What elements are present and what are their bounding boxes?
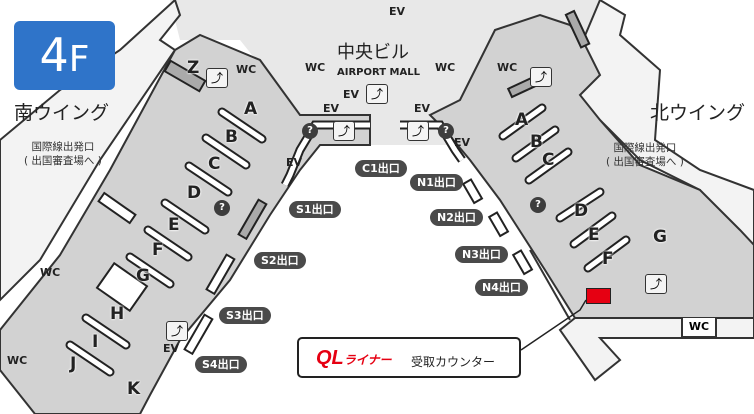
restroom-box: WC xyxy=(681,318,717,338)
restroom-label: WC xyxy=(7,354,28,367)
gate-z[interactable]: Z xyxy=(187,58,200,78)
gate-north-e[interactable]: E xyxy=(588,225,600,245)
building-connectors xyxy=(95,9,591,356)
gate-south-i[interactable]: I xyxy=(92,332,99,352)
gate-north-d[interactable]: D xyxy=(574,201,589,221)
gate-south-e[interactable]: E xyxy=(168,215,180,235)
north-departure-sub: ( 出国審査場へ ) xyxy=(606,156,684,169)
exit-n1[interactable]: N1出口 xyxy=(410,174,463,191)
ql-liner-counter-marker xyxy=(586,288,611,304)
exit-s3[interactable]: S3出口 xyxy=(219,307,271,324)
gate-south-d[interactable]: D xyxy=(187,183,202,203)
gate-south-a[interactable]: A xyxy=(244,99,258,119)
floor-number: 4 xyxy=(39,28,69,82)
escalator-icon: ⤴ xyxy=(333,121,355,141)
central-building-title: 中央ビル xyxy=(337,42,409,63)
gate-south-k[interactable]: K xyxy=(127,379,141,399)
gate-north-g[interactable]: G xyxy=(653,227,667,247)
ql-brand-sub: ライナー xyxy=(343,353,392,367)
gate-south-c[interactable]: C xyxy=(208,154,221,174)
gate-south-h[interactable]: H xyxy=(110,304,125,324)
south-departure-label: 国際線出発口 ( 出国審査場へ ) xyxy=(24,140,102,168)
gate-north-a[interactable]: A xyxy=(515,110,529,130)
gate-north-b[interactable]: B xyxy=(530,132,543,152)
exit-c1[interactable]: C1出口 xyxy=(355,160,407,177)
info-icon[interactable]: ? xyxy=(214,200,230,216)
gate-south-j[interactable]: J xyxy=(70,354,77,374)
exit-s2[interactable]: S2出口 xyxy=(254,252,306,269)
gate-north-c[interactable]: C xyxy=(542,150,555,170)
ql-brand: QL xyxy=(316,347,344,369)
elevator-label: EV xyxy=(389,5,406,18)
north-departure-label: 国際線出発口 ( 出国審査場へ ) xyxy=(606,141,684,169)
restroom-label: WC xyxy=(40,266,61,279)
elevator-label: EV xyxy=(163,342,180,355)
counter-label: 受取カウンター xyxy=(411,355,496,369)
exit-n4[interactable]: N4出口 xyxy=(475,279,528,296)
floor-suffix: F xyxy=(68,39,90,80)
exit-n3[interactable]: N3出口 xyxy=(455,246,508,263)
restroom-label: WC xyxy=(305,61,326,74)
elevator-label: EV xyxy=(414,102,431,115)
south-departure-sub: ( 出国審査場へ ) xyxy=(24,155,102,168)
restroom-label: WC xyxy=(236,63,257,76)
gate-south-g[interactable]: G xyxy=(136,266,150,286)
south-wing-title: 南ウイング xyxy=(14,102,110,124)
ql-liner-callout: QLライナー 受取カウンター xyxy=(297,337,521,378)
escalator-icon: ⤴ xyxy=(407,121,429,141)
elevator-label: EV xyxy=(323,102,340,115)
exit-s4[interactable]: S4出口 xyxy=(195,356,247,373)
airport-mall-label: AIRPORT MALL xyxy=(337,67,420,78)
gate-south-f[interactable]: F xyxy=(152,240,164,260)
callout-pointer xyxy=(520,299,587,351)
escalator-icon: ⤴ xyxy=(366,84,388,104)
escalator-icon: ⤴ xyxy=(166,321,188,341)
restroom-label: WC xyxy=(497,61,518,74)
info-icon[interactable]: ? xyxy=(530,197,546,213)
info-icon[interactable]: ? xyxy=(302,123,318,139)
south-gate-counters xyxy=(65,107,267,377)
info-icon[interactable]: ? xyxy=(438,123,454,139)
gate-north-f[interactable]: F xyxy=(602,249,614,269)
escalator-icon: ⤴ xyxy=(530,67,552,87)
elevator-label: EV xyxy=(343,88,360,101)
north-gate-counters xyxy=(498,103,631,273)
exit-s1[interactable]: S1出口 xyxy=(289,201,341,218)
ql-liner-logo: QLライナー xyxy=(316,347,392,370)
north-wing-title: 北ウイング xyxy=(650,102,746,124)
south-departure-text: 国際線出発口 xyxy=(31,141,95,153)
restroom-label: WC xyxy=(435,61,456,74)
escalator-icon: ⤴ xyxy=(206,68,228,88)
north-departure-text: 国際線出発口 xyxy=(613,142,677,154)
exit-n2[interactable]: N2出口 xyxy=(430,209,483,226)
gate-south-b[interactable]: B xyxy=(225,127,238,147)
elevator-label: EV xyxy=(454,136,471,149)
lower-pier xyxy=(558,317,754,382)
elevator-label: EV xyxy=(286,156,303,169)
floor-badge: 4F xyxy=(14,21,115,90)
escalator-icon: ⤴ xyxy=(645,274,667,294)
